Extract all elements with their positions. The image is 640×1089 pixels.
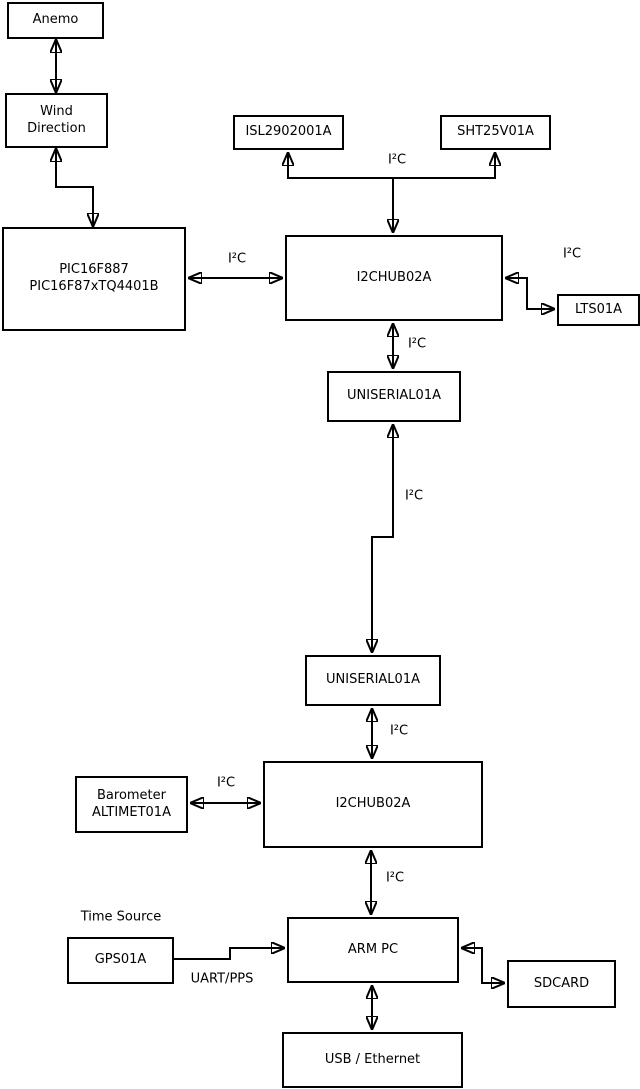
node-wind-direction: Wind Direction: [5, 93, 108, 148]
node-label-line2: ALTIMET01A: [92, 804, 171, 820]
node-label: ISL2902001A: [245, 124, 332, 140]
node-arm-pc: ARM PC: [287, 917, 459, 983]
node-label: SHT25V01A: [457, 124, 534, 140]
edge-i2c-bus-isl-sht: [288, 152, 495, 179]
edge-armpc-sdcard: [461, 948, 505, 983]
node-label-line2: PIC16F87xTQ4401B: [29, 279, 159, 294]
node-uniserial-top: UNISERIAL01A: [327, 371, 461, 422]
edge-label-time-source: Time Source: [80, 909, 162, 925]
edge-label-uart-pps: UART/PPS: [190, 971, 254, 987]
node-label-line1: PIC16F887: [59, 262, 129, 278]
edge-label-i2c-pic-hub: I²C: [227, 251, 247, 267]
node-label: USB / Ethernet: [324, 1051, 421, 1067]
edge-i2chub-top-lts: [505, 278, 555, 309]
node-usb-ethernet: USB / Ethernet: [282, 1032, 463, 1088]
node-label-line1: Barometer: [97, 787, 166, 803]
edge-gps-armpc: [174, 948, 285, 960]
node-label-line1: Wind: [40, 103, 73, 119]
node-i2c-hub-top: I2CHUB02A: [285, 235, 503, 321]
node-label: UNISERIAL01A: [347, 388, 441, 404]
edge-uniserial-top-uniserial-bottom: [372, 424, 393, 653]
node-sdcard: SDCARD: [507, 960, 616, 1008]
edge-label-i2c-hub-uniserial: I²C: [407, 336, 427, 352]
node-lts-temperature-sensor: LTS01A: [557, 294, 640, 326]
edge-label-i2c-hub2-armpc: I²C: [385, 870, 405, 886]
edge-label-i2c-barometer: I²C: [216, 775, 236, 791]
edge-label-i2c-hub-lts: I²C: [562, 246, 582, 262]
node-pic-microcontroller: PIC16F887 PIC16F87xTQ4401B: [2, 227, 186, 331]
node-barometer-altimeter: Barometer ALTIMET01A: [75, 776, 188, 833]
edge-label-i2c-uniserial-link: I²C: [404, 488, 424, 504]
node-sht-humidity-sensor: SHT25V01A: [440, 115, 551, 150]
node-isl-light-sensor: ISL2902001A: [233, 115, 344, 150]
node-anemometer: Anemo: [7, 2, 104, 39]
edge-label-i2c-uniserial-hub2: I²C: [389, 723, 409, 739]
edge-winddirection-pic: [56, 148, 93, 227]
node-label: LTS01A: [574, 301, 623, 317]
node-i2c-hub-bottom: I2CHUB02A: [263, 761, 483, 848]
edge-label-i2c-bus: I²C: [387, 152, 407, 168]
node-label: Anemo: [32, 12, 79, 28]
node-label: I2CHUB02A: [356, 269, 432, 285]
node-label-line2: Direction: [27, 120, 86, 136]
node-gps: GPS01A: [67, 937, 174, 984]
node-label: SDCARD: [533, 975, 590, 991]
node-label: I2CHUB02A: [335, 796, 411, 812]
node-label: ARM PC: [347, 941, 399, 957]
node-uniserial-bottom: UNISERIAL01A: [305, 655, 441, 706]
node-label: GPS01A: [94, 952, 147, 968]
node-label: UNISERIAL01A: [326, 672, 420, 688]
